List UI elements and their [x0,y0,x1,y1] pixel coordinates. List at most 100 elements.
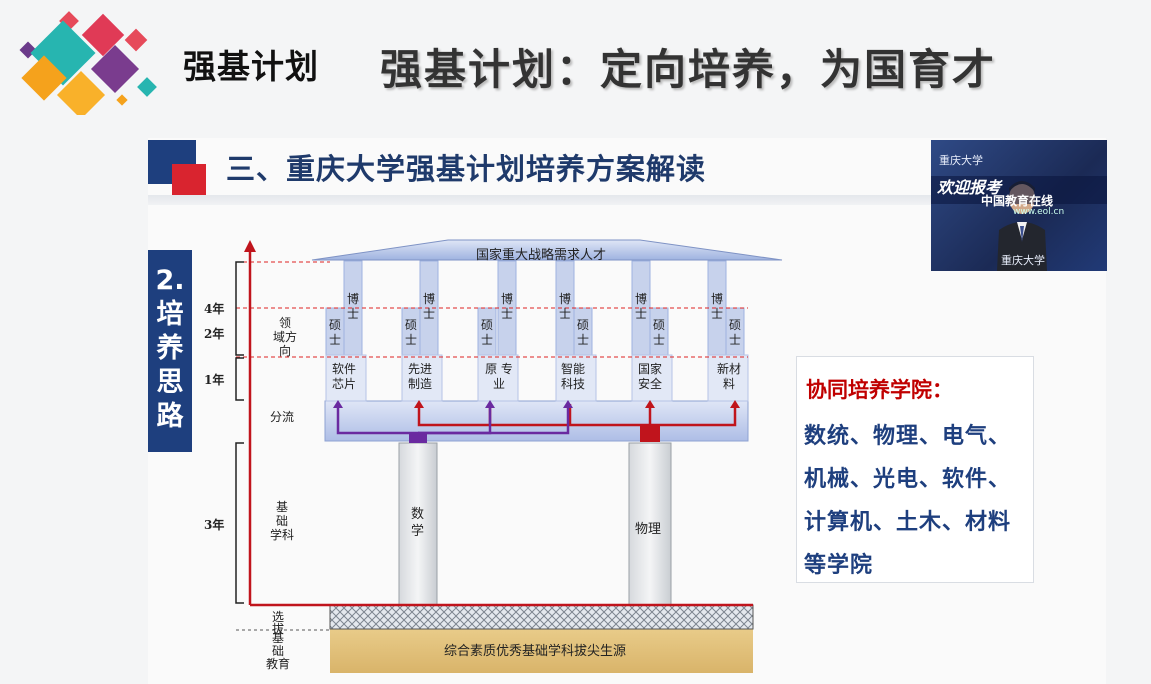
field-label: 先进制造 [408,362,432,392]
roof-label: 国家重大战略需求人才 [476,248,607,263]
label-char: 学 [411,524,425,539]
label-char: 士 [559,307,572,321]
stage-line: 向 [278,344,291,358]
label-line: 科技 [561,377,586,391]
stage-line: 域方 [272,330,297,344]
stage-line: 础 [271,644,284,658]
sidebar-line: 路 [156,401,184,432]
selection-stage-label-2: 拔 [272,622,285,636]
year-label: 3年 [204,518,225,532]
label-char: 硕 [405,318,418,332]
foundation-stage-label: 基 础 学科 [266,500,298,542]
direction-stage-label: 领 域方 向 [270,316,300,358]
stage-line: 教育 [265,657,290,671]
partner-colleges-line: 数统、物理、电气、 [804,424,1012,449]
eol-url: www.eol.cn [1013,207,1065,217]
physics-column [628,442,672,606]
header-main-title: 强基计划：定向培养，为国育才 [380,45,997,94]
decorative-diamonds [19,11,157,115]
label-char: 数 [411,507,425,522]
year-label: 4年 [204,302,225,316]
master-label: 硕士 [329,318,341,348]
label-char: 士 [481,333,494,347]
label-line: 安全 [638,377,663,391]
ground-label: 综合素质优秀基础学科拔尖生源 [444,644,627,659]
label-line: 先进 [408,362,433,376]
slide-title: 三、重庆大学强基计划培养方案解读 [226,152,707,186]
physics-node [640,426,660,442]
year-label: 1年 [204,373,225,387]
master-label: 硕士 [729,318,741,348]
math-node [409,433,427,443]
selection-stage-label: 选 [272,610,285,624]
doctor-label: 博士 [559,292,571,322]
label-line: 新材 [716,362,741,376]
label-line: 料 [722,377,735,391]
welcome-text: 欢迎报考 [937,178,1002,197]
split-arrowheads [333,400,740,408]
label-line: 国家 [638,362,663,376]
label-char: 士 [347,307,360,321]
label-char: 士 [711,307,724,321]
header-short-title: 强基计划 [183,47,319,86]
year-brackets [235,261,244,604]
sidebar-line: 培 [156,299,184,330]
partner-colleges-box [796,356,1034,583]
label-char: 博 [347,292,360,306]
label-char: 士 [729,333,742,347]
label-char: 硕 [729,318,742,332]
master-label: 硕士 [577,318,589,348]
master-label: 硕士 [405,318,417,348]
slide-title-marker [148,140,206,198]
label-char: 硕 [481,318,494,332]
label-line: 智能 [561,362,586,376]
sidebar-line: 养 [156,333,184,364]
sidebar-label: 2. 培 养 思 路 [148,250,192,452]
label-line: 制造 [408,377,433,391]
basic-education-label: 基 础 教育 [262,632,294,671]
ground-base [330,628,753,673]
partner-colleges-line: 等学院 [804,553,874,578]
label-char: 博 [501,292,514,306]
stage-line: 基 [271,631,284,645]
label-char: 士 [329,333,342,347]
label-char: 博 [635,292,648,306]
field-label: 智能科技 [561,362,585,392]
label-line: 原 专 [485,362,513,376]
label-char: 士 [501,307,514,321]
field-label: 新材料 [712,362,746,392]
doctor-label: 博士 [347,292,359,322]
title-underline [148,195,1106,205]
red-flow-arrow [248,250,753,607]
label-line: 软件 [332,362,357,376]
pillar-group [707,260,749,402]
split-stage-label: 分流 [270,410,295,424]
field-label: 软件芯片 [332,362,356,392]
physics-column-label: 物理 [635,522,662,537]
label-char: 士 [423,307,436,321]
label-char: 硕 [577,318,590,332]
label-char: 博 [423,292,436,306]
split-band [324,400,749,442]
pillar-group [477,260,519,402]
stage-line: 础 [275,514,288,528]
year-label: 2年 [204,327,225,341]
stage-line: 领 [278,316,291,330]
label-char: 士 [653,333,666,347]
roof [311,239,783,261]
eol-logo-text: 中国教育在线 [981,194,1054,208]
university-name-bottom: 重庆大学 [1001,254,1045,267]
doctor-label: 博士 [423,292,435,322]
field-label: 原 专业 [482,362,516,392]
label-char: 硕 [329,318,342,332]
partner-colleges-title: 协同培养学院： [806,378,953,402]
label-char: 士 [577,333,590,347]
label-char: 士 [635,307,648,321]
speaker-video[interactable]: 重庆大学 欢迎报考 中国教育在线 www.eol.cn 重庆大学 [931,140,1107,271]
field-label: 国家安全 [638,362,662,392]
video-banner [931,176,1107,204]
partner-colleges-line: 机械、光电、软件、 [804,467,1012,492]
pillar-group [401,260,443,402]
sidebar-line: 2. [155,265,185,296]
